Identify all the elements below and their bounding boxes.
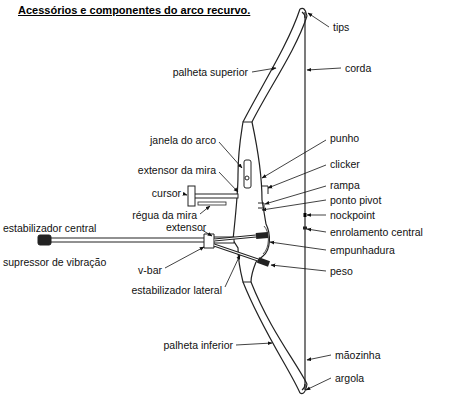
part-label: argola xyxy=(335,372,364,384)
part-label: tips xyxy=(333,21,349,33)
part-label: clicker xyxy=(330,158,360,170)
part-label: cursor xyxy=(152,187,181,199)
arrow-rest xyxy=(258,203,264,208)
part-label: punho xyxy=(330,132,359,144)
part-label: mãozinha xyxy=(335,349,381,361)
part-label: estabilizador lateral xyxy=(132,284,222,296)
upper-limb xyxy=(243,8,307,122)
diagram-title: Acessórios e componentes do arco recurvo… xyxy=(18,4,250,17)
part-label: v-bar xyxy=(138,264,162,276)
serving xyxy=(303,227,307,230)
part-label: corda xyxy=(345,62,371,74)
sight-window xyxy=(244,160,251,188)
part-label: enrolamento central xyxy=(330,226,423,238)
nockpoint-mark xyxy=(304,213,307,217)
sight-extension xyxy=(194,194,238,198)
part-label: extensor xyxy=(166,221,206,233)
central-stabilizer xyxy=(50,238,210,242)
bow-string xyxy=(304,12,305,390)
part-label: régua da mira xyxy=(132,209,197,221)
part-label: ponto pivot xyxy=(330,194,381,206)
part-label: extensor da mira xyxy=(138,164,216,176)
grip xyxy=(263,226,268,254)
sight-bar xyxy=(198,202,226,205)
part-label: nockpoint xyxy=(330,209,375,221)
vibration-damper xyxy=(38,235,51,245)
clicker-part xyxy=(262,186,268,194)
leader-lines xyxy=(165,13,341,390)
v-bar-part xyxy=(204,234,214,248)
part-label: rampa xyxy=(330,179,360,191)
part-label: palheta inferior xyxy=(164,339,233,351)
part-label: estabilizador central xyxy=(3,222,96,234)
part-label: peso xyxy=(330,265,353,277)
part-label: supressor de vibração xyxy=(3,256,106,268)
lower-limb xyxy=(243,282,307,394)
part-label: janela do arco xyxy=(150,134,216,146)
part-label: empunhadura xyxy=(330,244,395,256)
part-label: palheta superior xyxy=(173,66,248,78)
sight-block xyxy=(188,186,195,206)
side-stabilizers xyxy=(214,235,269,264)
sight-screw xyxy=(245,176,249,180)
